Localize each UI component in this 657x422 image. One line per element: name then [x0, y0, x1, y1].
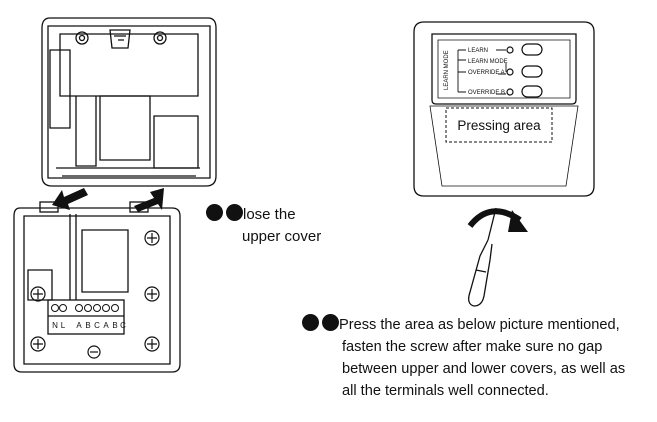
lower-cover-drawing: [13, 201, 181, 373]
terminal-screws: [51, 304, 119, 312]
step2-line3: between upper and lower covers, as well …: [342, 361, 626, 377]
step2-line1: Press the area as below picture mentione…: [339, 317, 620, 333]
step2-line2: fasten the screw after make sure no gap: [342, 339, 603, 355]
rotate-arrowhead-icon: [508, 210, 528, 232]
terminal-label: C: [94, 321, 100, 330]
step1-instruction: lose the upper cover: [206, 204, 346, 248]
step-bullet-icon: [322, 314, 339, 331]
front-panel-drawing: [413, 21, 595, 197]
separation-arrows: [52, 188, 164, 212]
pressing-area-label: Pressing area: [457, 118, 541, 133]
terminal-label: L: [61, 321, 66, 330]
panel-buttons: [506, 43, 543, 98]
step2-line4: all the terminals well connected.: [342, 383, 549, 399]
terminal-labels: N L A B C A B C: [52, 321, 126, 330]
panel-row-label: OVERRIDE B: [468, 90, 505, 96]
terminal-label: B: [112, 321, 117, 330]
terminal-label: C: [120, 321, 126, 330]
step-bullet-icon: [206, 204, 223, 221]
learn-mode-side-label: LEARN MODE: [444, 50, 450, 90]
terminal-label: A: [103, 321, 109, 330]
step-bullet-icon: [226, 204, 243, 221]
step-bullet-icon: [302, 314, 319, 331]
step1-line2: upper cover: [242, 228, 322, 245]
panel-row-label: LEARN MODE: [468, 59, 508, 65]
terminal-label: B: [85, 321, 90, 330]
terminal-label: N: [52, 321, 58, 330]
panel-labels: LEARN MODE LEARN LEARN MODE OVERRIDE A O…: [444, 48, 508, 96]
panel-row-label: LEARN: [468, 48, 488, 54]
step2-instruction: Press the area as below picture mentione…: [302, 314, 652, 402]
pressing-area-box: [445, 107, 553, 143]
screw-icons: [30, 230, 160, 359]
panel-row-label: OVERRIDE A: [468, 70, 505, 76]
terminal-label: A: [76, 321, 82, 330]
step1-line1: lose the: [243, 206, 296, 223]
upper-cover-drawing: [41, 17, 217, 187]
